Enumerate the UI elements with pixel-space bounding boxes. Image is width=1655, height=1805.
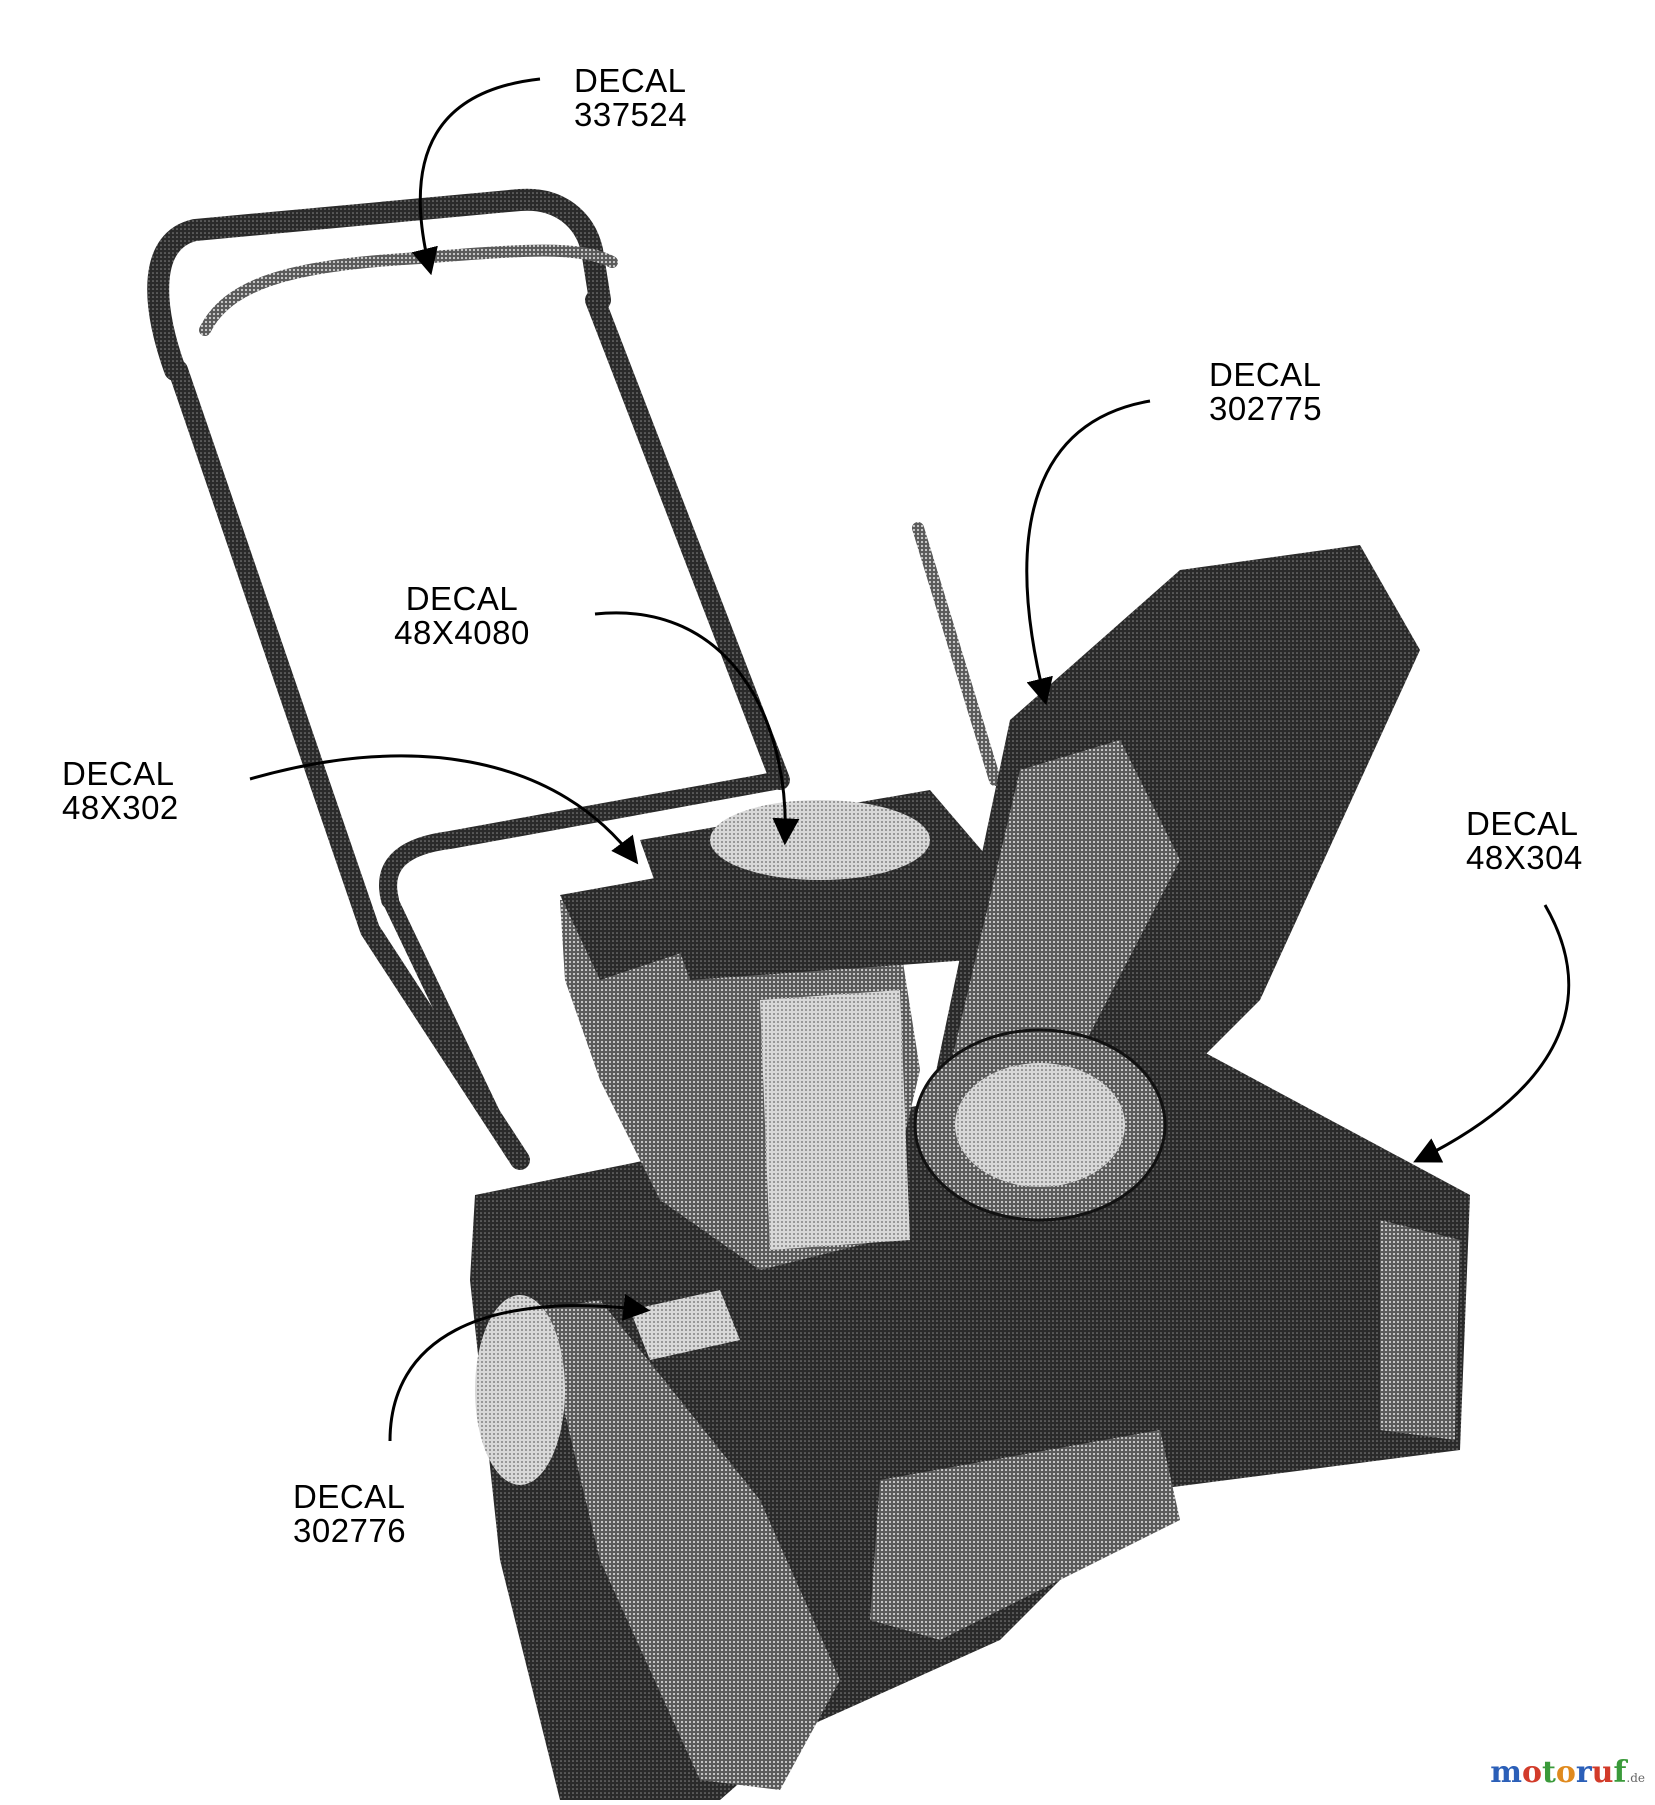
arrow-48x4080	[594, 611, 800, 846]
callout-title: DECAL	[405, 580, 519, 617]
callout-title: DECAL	[62, 755, 175, 792]
callout-decal-337524: DECAL 337524	[574, 64, 687, 132]
callout-decal-302776: DECAL 302776	[293, 1480, 406, 1548]
wm-letter: t	[1541, 1755, 1556, 1790]
callout-title: DECAL	[574, 62, 687, 99]
callout-title: DECAL	[1466, 805, 1579, 842]
wheel	[475, 1295, 565, 1485]
callout-decal-48x4080: DECAL 48X4080	[372, 582, 552, 650]
arrow-48x304	[1413, 904, 1571, 1163]
chute-rod	[912, 522, 1001, 786]
arrow-302775	[1025, 399, 1151, 706]
wm-domain: .de	[1626, 1771, 1645, 1785]
callout-part-number: 48X304	[1466, 839, 1583, 876]
arrow-302776	[388, 1294, 651, 1442]
arrow-337524	[411, 77, 541, 276]
callout-part-number: 337524	[574, 96, 688, 133]
callout-part-number: 302775	[1209, 390, 1323, 427]
engine	[560, 790, 990, 1270]
callout-decal-302775: DECAL 302775	[1209, 358, 1322, 426]
callout-decal-48x304: DECAL 48X304	[1466, 807, 1583, 875]
watermark-logo: motoruf.de	[1490, 1755, 1645, 1790]
callout-part-number: 48X302	[62, 789, 179, 826]
callout-decal-48x302: DECAL 48X302	[62, 757, 179, 825]
callout-title: DECAL	[293, 1478, 406, 1515]
arrow-48x302	[249, 754, 639, 865]
wm-letter: o	[1555, 1755, 1576, 1790]
callout-part-number: 302776	[293, 1512, 407, 1549]
callout-part-number: 48X4080	[394, 614, 530, 651]
leader-arrows	[249, 77, 1571, 1442]
decal-302776-plate	[630, 1290, 740, 1360]
wm-letter: m	[1490, 1755, 1522, 1790]
handle	[147, 188, 790, 1170]
wm-letter: r	[1575, 1755, 1592, 1790]
wm-letter: f	[1613, 1755, 1627, 1790]
wm-letter: u	[1591, 1755, 1614, 1790]
wm-letter: o	[1521, 1755, 1542, 1790]
callout-title: DECAL	[1209, 356, 1322, 393]
engine-top-cover	[710, 800, 930, 880]
